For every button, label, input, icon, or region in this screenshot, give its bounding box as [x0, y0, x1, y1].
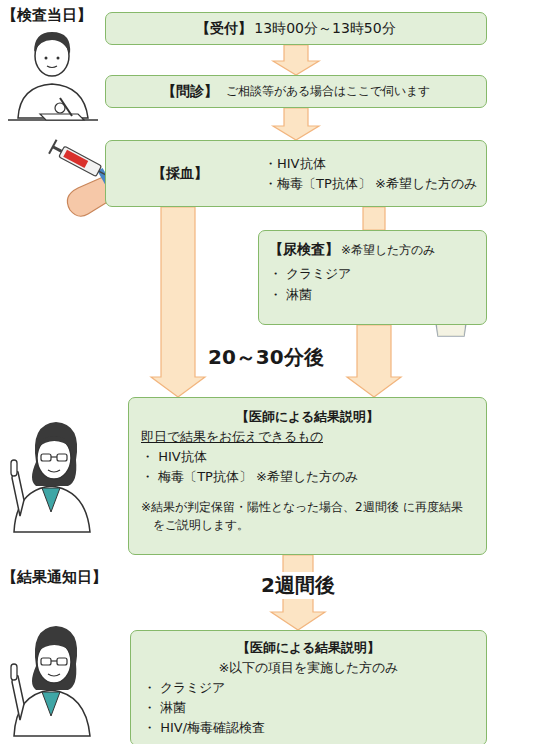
box-heading: 【尿検査】: [269, 241, 339, 257]
edge-label: 2週間後: [257, 572, 339, 599]
section-label: 【検査当日】: [2, 6, 92, 25]
box-text: ・ HIV/梅毒確認検査: [143, 719, 474, 737]
flow-arrow: [273, 45, 319, 75]
urine-test-box: 【尿検査】※希望した方のみ・ クラミジア・ 淋菌: [258, 230, 487, 325]
box-text: ・ HIV抗体: [141, 448, 474, 466]
interview-box: 【問診】ご相談等がある場合はここで伺います: [105, 75, 487, 108]
box-text: ※希望した方のみ: [341, 243, 435, 257]
box-heading: 【問診】: [162, 83, 218, 101]
writing-person: [8, 32, 98, 120]
box-heading: 【医師による結果説明】: [141, 408, 474, 426]
box-heading: 【受付】: [196, 20, 252, 38]
flow-arrow: [273, 108, 319, 140]
box-heading: 【採血】: [152, 165, 264, 183]
box-text: ・ 梅毒〔TP抗体〕 ※希望した方のみ: [141, 468, 474, 486]
doctor-figure: [11, 422, 90, 532]
flow-arrow: [363, 207, 385, 230]
box-heading: 【医師による結果説明】: [143, 639, 474, 657]
section-label: 【結果通知日】: [2, 568, 107, 587]
box-text: 13時00分～13時50分: [254, 20, 395, 38]
result-box: 【医師による結果説明】 ※以下の項目を実施した方のみ・ クラミジア・ 淋菌・ HI…: [130, 630, 487, 744]
box-text: ※以下の項目を実施した方のみ: [143, 659, 474, 677]
time-label: 20～30分後: [208, 344, 324, 371]
box-text: ご相談等がある場合はここで伺います: [226, 83, 430, 100]
box-text: ・ クラミジア: [143, 679, 474, 697]
flow-arrow: [347, 325, 401, 397]
flow-arrow: [151, 207, 205, 397]
doctor-figure: [11, 626, 90, 736]
box-text: 即日で結果をお伝えできるもの: [141, 428, 474, 446]
reception-box: 【受付】13時00分～13時50分: [105, 12, 487, 45]
box-text: ・HIV抗体: [264, 155, 478, 173]
blood-test-box: 【採血】・HIV抗体・梅毒〔TP抗体〕 ※希望した方のみ: [105, 140, 487, 207]
box-text: ※結果が判定保留・陽性となった場合、2週間後 に再度結果をご説明します。: [141, 498, 474, 534]
box-text: ・ 淋菌: [143, 699, 474, 717]
box-text: ・梅毒〔TP抗体〕 ※希望した方のみ: [264, 175, 478, 193]
box-text: ・ 淋菌: [269, 286, 476, 304]
box-text: ・ クラミジア: [269, 265, 476, 283]
result-box: 【医師による結果説明】即日で結果をお伝えできるもの・ HIV抗体・ 梅毒〔TP抗…: [128, 397, 487, 555]
